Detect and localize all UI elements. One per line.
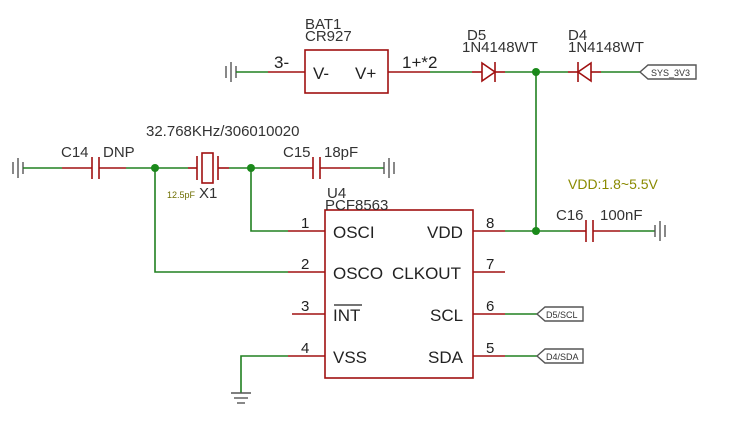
ic-pin3-num: 3 (301, 298, 309, 315)
c15-value: 18pF (324, 144, 358, 161)
d5-ref: D5 (467, 27, 486, 44)
crystal-ref: X1 (199, 185, 217, 202)
sys-3v3-flag-label: SYS_3V3 (651, 68, 690, 78)
osco-wire (154, 168, 288, 273)
c14-ground-symbol (12, 158, 24, 178)
battery-pos-label: V+ (355, 64, 376, 83)
ic-pin8-num: 8 (486, 215, 494, 232)
battery-value: CR927 (305, 28, 352, 45)
d4-value: 1N4148WT (568, 39, 644, 56)
ic-pin1-num: 1 (301, 215, 309, 232)
ic-pin4-name: VSS (333, 348, 367, 367)
crystal-load-cap: 12.5pF (167, 190, 196, 200)
capacitor-c15 (280, 157, 350, 179)
crystal-frequency: 32.768KHz/306010020 (146, 123, 299, 140)
battery-neg-label: V- (313, 64, 329, 83)
osci-wire (250, 168, 288, 232)
c15-ground-symbol (383, 158, 395, 178)
d4-ref: D4 (568, 27, 587, 44)
junction-vdd (532, 227, 540, 235)
ic-pin3-name: INT (333, 306, 360, 325)
ic-pin6-num: 6 (486, 298, 494, 315)
c15-ref: C15 (283, 144, 311, 161)
ic-pin4-num: 4 (301, 340, 309, 357)
ic-pin5-name: SDA (428, 348, 464, 367)
vss-wire (240, 355, 288, 393)
ic-pin6-name: SCL (430, 306, 463, 325)
c16-ref: C16 (556, 207, 584, 224)
ic-pin5-num: 5 (486, 340, 494, 357)
diode-d4 (568, 61, 601, 83)
c16-ground-symbol (654, 221, 666, 241)
capacitor-c16 (570, 220, 620, 242)
ic-u4-body (324, 209, 474, 379)
vdd-range-note: VDD:1.8~5.5V (568, 176, 659, 192)
diode-d5 (472, 61, 505, 83)
ic-pin2-num: 2 (301, 256, 309, 273)
c14-value: DNP (103, 144, 135, 161)
battery-ground-symbol (225, 62, 237, 82)
c16-value: 100nF (600, 207, 643, 224)
sda-flag-label: D4/SDA (546, 352, 579, 362)
battery-pos-pin-label: 1+*2 (402, 53, 437, 72)
sys-3v3-net-flag: SYS_3V3 (638, 64, 697, 80)
scl-flag-label: D5/SCL (546, 310, 578, 320)
crystal-x1 (188, 152, 229, 184)
ic-pin7-num: 7 (486, 256, 494, 273)
ic-pin1-name: OSCI (333, 223, 375, 242)
sda-net-flag: D4/SDA (535, 348, 584, 364)
capacitor-c14 (62, 157, 126, 179)
ic-pin7-name: CLKOUT (392, 264, 461, 283)
d5-value: 1N4148WT (462, 39, 538, 56)
battery-ref: BAT1 (305, 16, 341, 33)
battery-neg-pin-label: 3- (274, 53, 289, 72)
ic-pin2-name: OSCO (333, 264, 383, 283)
ic-ref: U4 (327, 185, 346, 202)
vss-ground-symbol (231, 392, 251, 404)
scl-net-flag: D5/SCL (535, 306, 584, 322)
ic-pin8-name: VDD (427, 223, 463, 242)
c14-ref: C14 (61, 144, 89, 161)
ic-part: PCF8563 (325, 197, 388, 214)
